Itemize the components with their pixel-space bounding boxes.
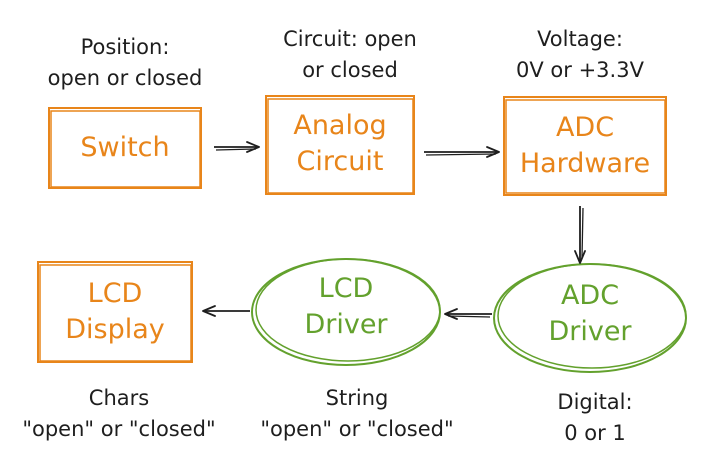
chars-caption-line-2: "open" or "closed": [22, 417, 216, 441]
digital-caption: Digital: 0 or 1: [520, 387, 670, 449]
lcd-display-label-line-2: Display: [65, 314, 165, 345]
lcd-driver-ellipse: [251, 258, 441, 366]
chars-caption: Chars "open" or "closed": [14, 383, 224, 445]
analog-circuit-label-line-2: Circuit: [296, 146, 384, 177]
arrow-switch-to-analog: [214, 141, 260, 153]
voltage-caption-line-1: Voltage:: [537, 27, 623, 51]
switch-label: Switch: [49, 130, 201, 166]
adc-driver-label-line-2: Driver: [548, 316, 632, 347]
adc-hardware-label: ADC Hardware: [504, 110, 666, 182]
adc-driver-ellipse: [493, 263, 687, 373]
circuit-caption-line-2: or closed: [302, 58, 398, 82]
switch-box: [48, 107, 202, 189]
digital-caption-line-2: 0 or 1: [564, 421, 626, 445]
lcd-display-label: LCD Display: [38, 276, 192, 348]
chars-caption-line-1: Chars: [88, 386, 150, 410]
string-caption: String "open" or "closed": [252, 383, 462, 445]
voltage-caption: Voltage: 0V or +3.3V: [490, 24, 670, 86]
lcd-driver-label-line-1: LCD: [318, 273, 374, 304]
digital-caption-line-1: Digital:: [557, 390, 633, 414]
arrow-analog-to-adc-hardware: [424, 146, 500, 158]
position-caption-line-2: open or closed: [47, 66, 203, 90]
analog-circuit-label-line-1: Analog: [293, 110, 387, 141]
adc-hardware-box: [503, 96, 667, 196]
string-caption-line-2: "open" or "closed": [260, 417, 454, 441]
adc-hardware-label-line-1: ADC: [555, 112, 615, 143]
analog-circuit-box: [265, 95, 415, 195]
adc-driver-label: ADC Driver: [494, 278, 686, 350]
circuit-caption-line-1: Circuit: open: [283, 27, 417, 51]
adc-driver-label-line-1: ADC: [560, 280, 620, 311]
lcd-display-box: [37, 261, 193, 363]
switch-label-line-1: Switch: [80, 132, 170, 163]
lcd-driver-label-line-2: Driver: [304, 309, 388, 340]
arrow-adc-driver-to-lcd-driver: [444, 308, 492, 320]
lcd-display-label-line-1: LCD: [87, 278, 143, 309]
arrow-adc-hardware-to-adc-driver: [574, 206, 586, 264]
voltage-caption-line-2: 0V or +3.3V: [516, 58, 644, 82]
string-caption-line-1: String: [325, 386, 389, 410]
analog-circuit-label: Analog Circuit: [266, 108, 414, 180]
circuit-caption: Circuit: open or closed: [250, 24, 450, 86]
position-caption: Position: open or closed: [20, 32, 230, 94]
adc-hardware-label-line-2: Hardware: [519, 148, 651, 179]
position-caption-line-1: Position:: [80, 35, 170, 59]
lcd-driver-label: LCD Driver: [252, 271, 440, 343]
